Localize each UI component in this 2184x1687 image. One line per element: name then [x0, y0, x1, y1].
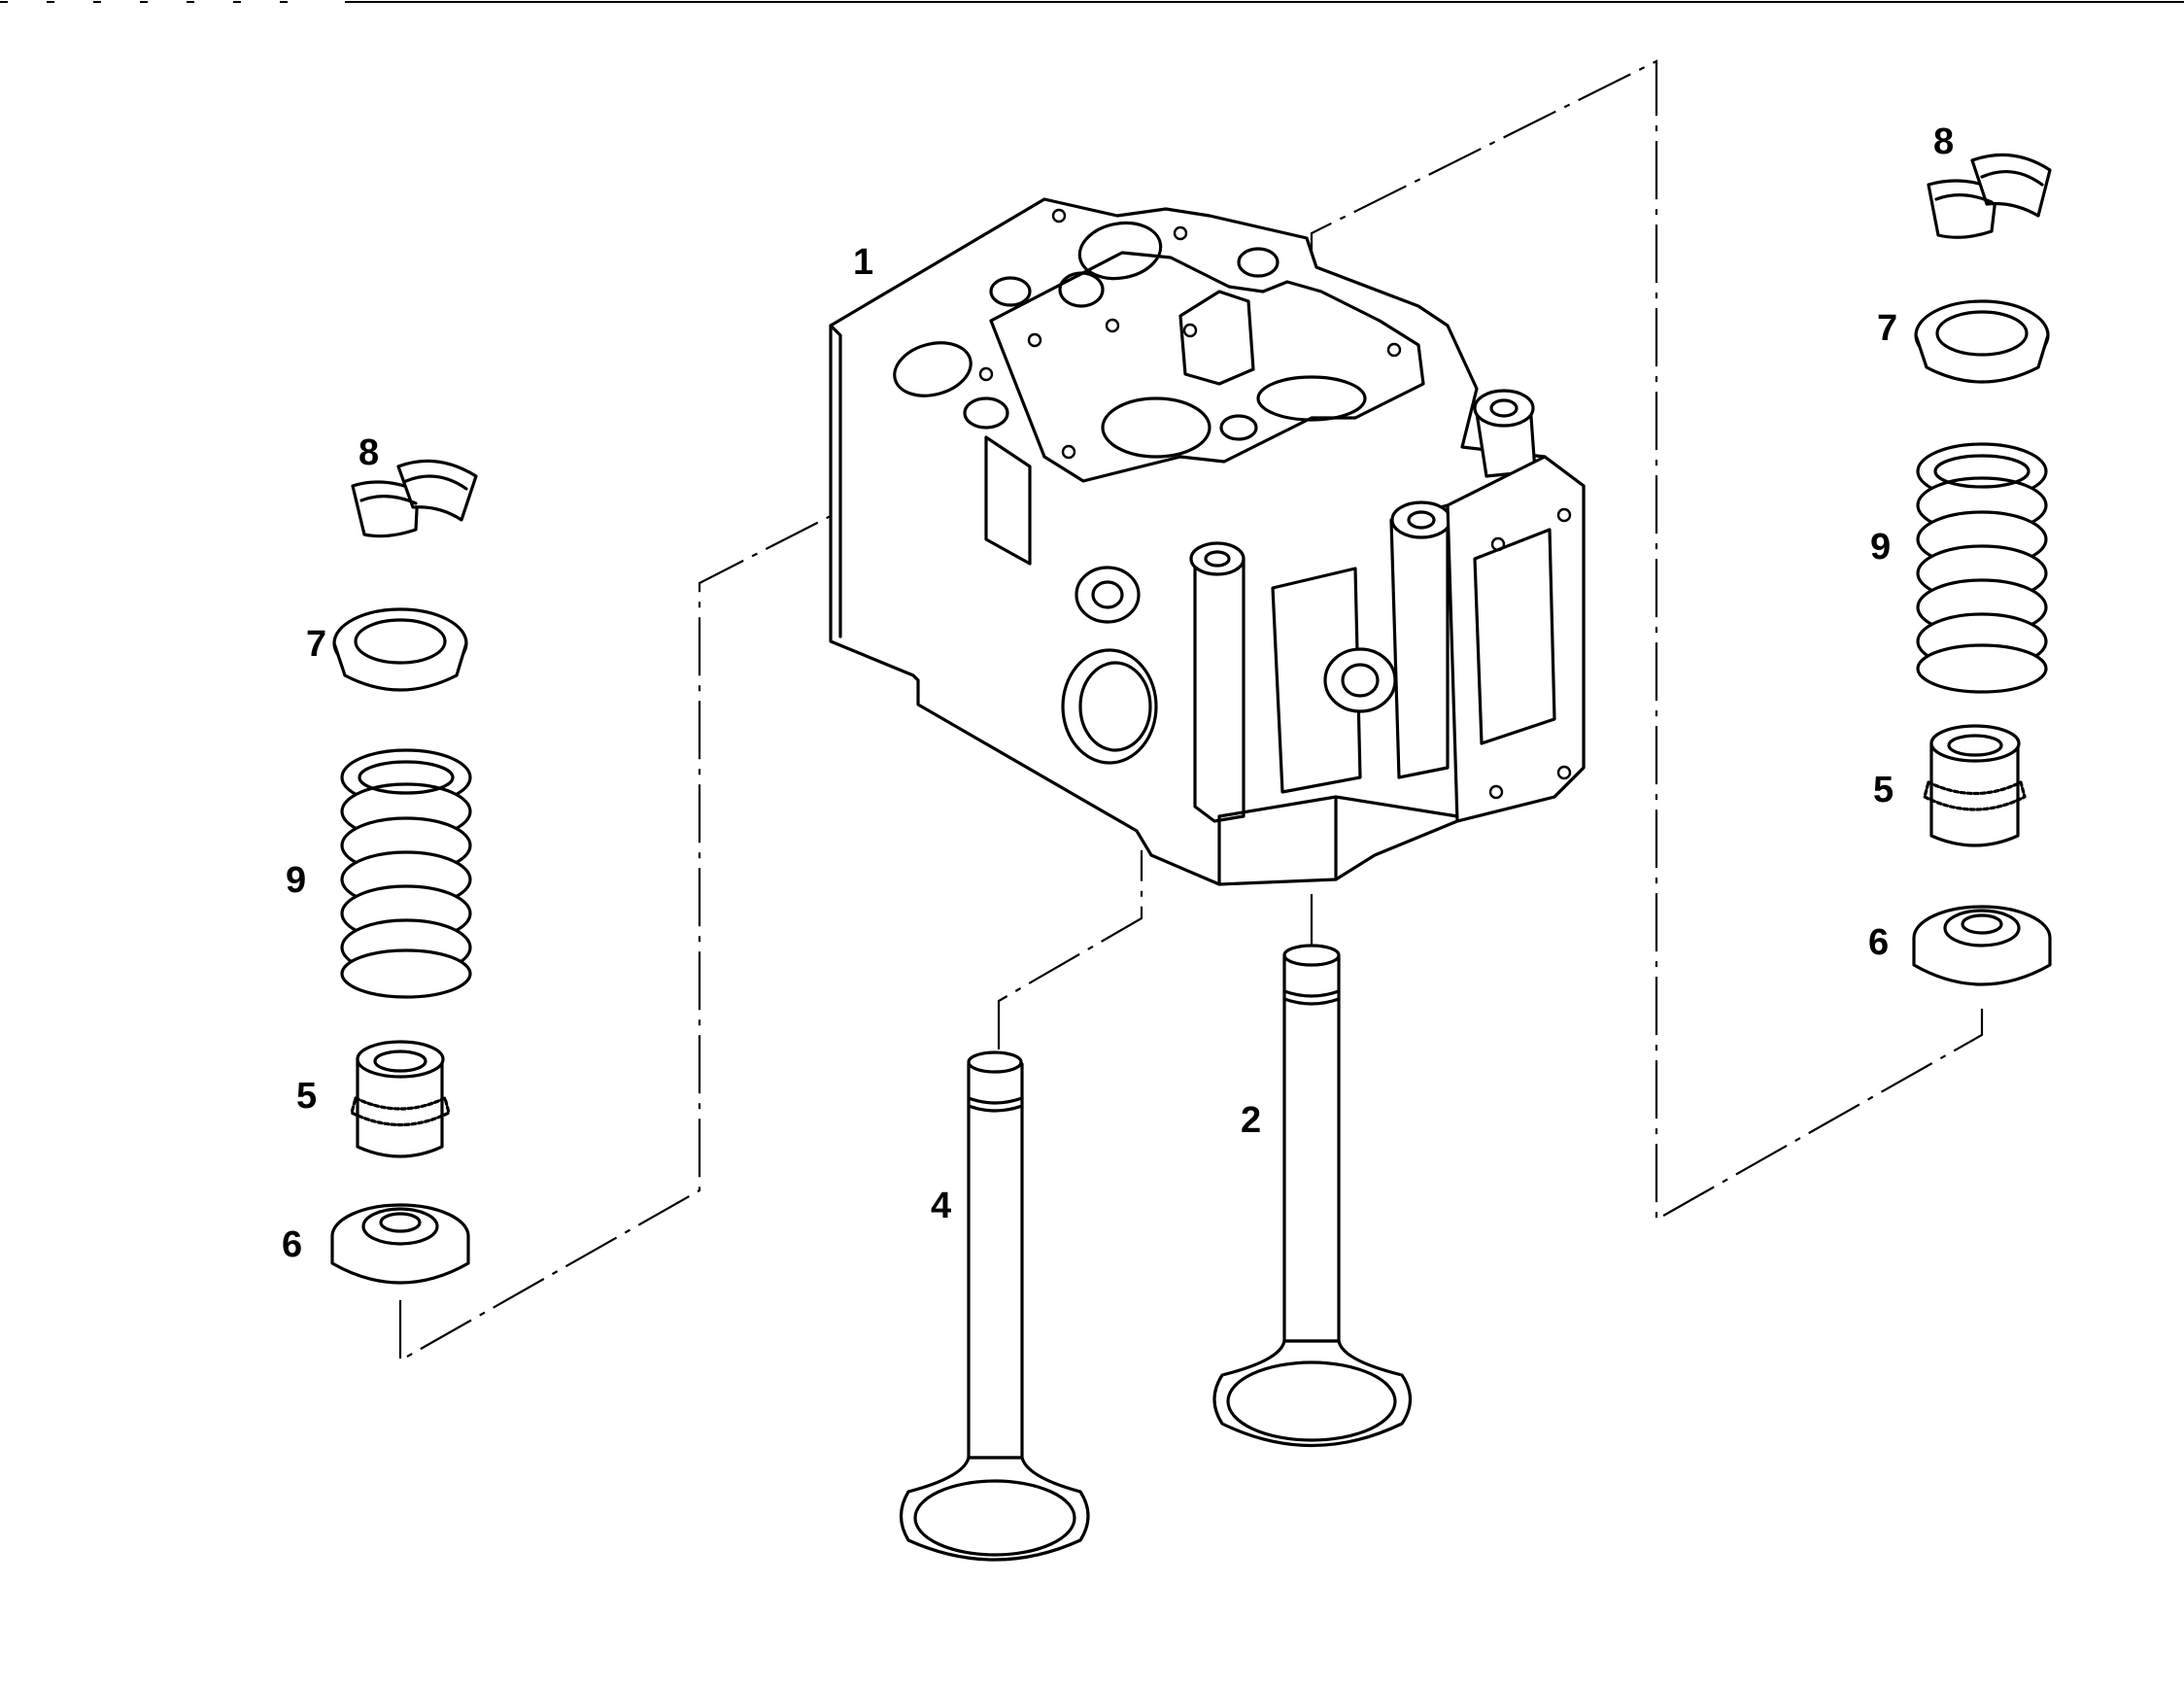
head-pedestal-boss-inner [1341, 663, 1380, 698]
head-rear-post-top [1473, 389, 1535, 428]
callout-right-guide: 5 [1873, 770, 1894, 810]
right-retainer-body [1914, 334, 2050, 384]
right-spring-top [1933, 454, 2030, 489]
flange-bolt-3 [1488, 784, 1504, 800]
callout-left-retainer: 7 [306, 624, 326, 665]
left-valve-stack [330, 459, 478, 1285]
head-lower-port-inner [1078, 661, 1152, 752]
valve-exhaust-face [1226, 1360, 1397, 1442]
left-seat-side [330, 1236, 470, 1285]
head-port-6 [963, 396, 1009, 430]
head-port-8 [1256, 375, 1367, 422]
callout-right-keepers: 8 [1933, 121, 1954, 162]
head-front-post-left [1193, 547, 1246, 823]
head-bottom-step [1217, 795, 1459, 886]
head-left-edge [829, 324, 842, 638]
cylinder-head [829, 197, 1586, 886]
head-front-post-left-hole [1204, 550, 1231, 568]
head-injector-sleeve [1075, 566, 1141, 624]
left-guide-knurl [350, 1096, 451, 1126]
left-seat-bore [379, 1212, 422, 1233]
head-front-post-right-hole [1407, 510, 1436, 530]
valve-exhaust-tip [1282, 944, 1341, 967]
valve-exhaust-head [1212, 1339, 1413, 1447]
head-front-post-left-top [1189, 541, 1246, 576]
head-bolt-hole-1 [1051, 208, 1067, 224]
callout-cylinder-head: 1 [853, 242, 873, 283]
right-keeper-groove [1934, 170, 2044, 204]
head-port-9 [1219, 414, 1258, 441]
valve-intake-groove [967, 1096, 1024, 1113]
left-spring [340, 748, 472, 999]
valve-intake [899, 1050, 1090, 1562]
left-retainer-inner [354, 618, 447, 665]
head-pedestal [1271, 567, 1362, 794]
left-keeper-half-b [396, 459, 478, 522]
valve-exhaust-stem [1282, 955, 1341, 1343]
right-seat-side [1912, 938, 2052, 986]
head-bolt-hole-4 [1027, 332, 1042, 348]
left-spring-top [358, 760, 455, 795]
head-left-boss [984, 435, 1032, 566]
flange-bolt-4 [1556, 765, 1572, 780]
head-rear-post-hole [1489, 398, 1519, 418]
leader-intake-valve [997, 850, 1143, 1050]
valve-exhaust [1212, 944, 1413, 1447]
head-injector-sleeve-inner [1091, 580, 1124, 609]
right-guide-bore [1947, 734, 2003, 757]
right-valve-stack [1912, 153, 2052, 986]
callout-right-spring: 9 [1870, 527, 1891, 568]
head-port-5 [893, 341, 973, 397]
callout-valve-exhaust: 2 [1241, 1100, 1261, 1141]
leader-left-stack [398, 368, 1118, 1362]
head-bolt-hole-5 [1105, 318, 1120, 333]
callout-left-seat: 6 [282, 1224, 302, 1265]
callout-valve-intake: 4 [931, 1186, 951, 1226]
right-spring-coil-7 [1916, 643, 2048, 694]
right-spring [1916, 442, 2048, 694]
valve-intake-tip [967, 1050, 1023, 1074]
callout-left-keepers: 8 [358, 432, 379, 473]
head-bolt-hole-6 [1182, 323, 1198, 338]
callout-left-guide: 5 [296, 1076, 317, 1117]
head-bolt-hole-7 [1061, 444, 1076, 460]
head-port-1 [1077, 221, 1163, 281]
valve-intake-stem [967, 1062, 1024, 1460]
flange-bolt-1 [1490, 536, 1506, 552]
left-keeper-groove [359, 474, 468, 505]
valve-exhaust-groove [1282, 989, 1341, 1006]
left-spring-coil-7 [340, 948, 472, 999]
callout-labels: 1 2 4 8 7 9 5 6 8 7 9 5 6 [282, 121, 1954, 1265]
head-port-7 [1101, 396, 1211, 459]
flange-bolt-2 [1556, 507, 1572, 523]
left-keeper-half-a [351, 480, 420, 538]
head-port-2 [989, 276, 1032, 307]
head-lower-port [1061, 648, 1158, 765]
head-exhaust-window [1473, 528, 1556, 745]
head-front-post-right [1389, 503, 1450, 779]
head-pedestal-boss [1323, 647, 1397, 713]
callout-right-retainer: 7 [1877, 308, 1897, 349]
cylinder-head-rocker-boss [1178, 290, 1255, 386]
callout-left-spring: 9 [286, 860, 306, 901]
left-guide-bore [373, 1050, 427, 1073]
callout-right-seat: 6 [1868, 922, 1889, 963]
right-guide-knurl [1923, 780, 2027, 811]
head-front-post-right-top [1390, 500, 1452, 539]
head-port-4 [1237, 247, 1280, 278]
left-retainer-body [332, 642, 468, 692]
right-retainer-inner [1935, 310, 2029, 357]
head-bolt-hole-8 [1386, 342, 1402, 358]
valve-intake-face [913, 1479, 1076, 1557]
right-seat-bore [1961, 913, 2003, 935]
head-bolt-hole-2 [1173, 225, 1188, 241]
cylinder-head-top-plate [989, 251, 1425, 483]
head-port-3 [1058, 271, 1105, 308]
valve-intake-head [899, 1456, 1090, 1562]
head-bolt-hole-3 [978, 366, 994, 382]
